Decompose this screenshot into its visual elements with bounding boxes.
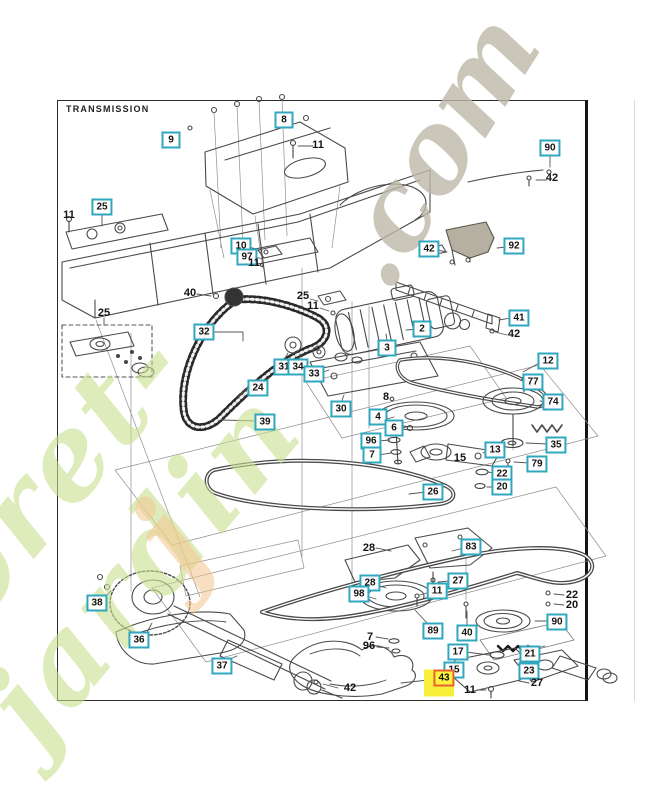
- part-callout-89[interactable]: 89: [422, 622, 444, 640]
- part-number-27: 27: [530, 677, 544, 689]
- part-callout-40[interactable]: 40: [456, 624, 478, 642]
- upper-belt: [395, 356, 563, 433]
- part-callout-38[interactable]: 38: [86, 594, 108, 612]
- part-number-22: 22: [565, 589, 579, 601]
- detail-box-25: [61, 324, 155, 378]
- leader-lines: [101, 145, 565, 691]
- part-callout-33[interactable]: 33: [303, 365, 325, 383]
- part-callout-36[interactable]: 36: [128, 631, 150, 649]
- part-callout-2[interactable]: 2: [412, 320, 432, 338]
- axle-assembly: [96, 570, 343, 699]
- part-number-42: 42: [343, 682, 357, 694]
- part-number-11: 11: [248, 257, 260, 269]
- support-bar: [395, 281, 501, 333]
- part-callout-20[interactable]: 20: [491, 478, 513, 496]
- part-callout-13[interactable]: 13: [484, 441, 506, 459]
- part-callout-79[interactable]: 79: [526, 455, 548, 473]
- part-callout-24[interactable]: 24: [247, 379, 269, 397]
- part-callout-30[interactable]: 30: [330, 400, 352, 418]
- part-callout-9[interactable]: 9: [161, 131, 181, 149]
- part-callout-74[interactable]: 74: [542, 393, 564, 411]
- part-number-28: 28: [362, 542, 376, 554]
- part-callout-92[interactable]: 92: [503, 237, 525, 255]
- part-callout-43-selected[interactable]: 43: [433, 669, 455, 687]
- middle-belt: [204, 458, 456, 512]
- part-callout-26[interactable]: 26: [422, 483, 444, 501]
- part-callout-35[interactable]: 35: [545, 436, 567, 454]
- part-callout-97[interactable]: 97: [236, 248, 258, 266]
- part-number-20: 20: [565, 599, 579, 611]
- part-callout-37[interactable]: 37: [211, 657, 233, 675]
- part-callout-27[interactable]: 27: [447, 572, 469, 590]
- part-callout-25[interactable]: 25: [91, 198, 113, 216]
- part-callout-23[interactable]: 23: [518, 662, 540, 680]
- part-callout-42[interactable]: 42: [418, 240, 440, 258]
- part-number-11: 11: [307, 300, 319, 312]
- part-number-42: 42: [507, 328, 521, 340]
- part-number-40: 40: [183, 287, 197, 299]
- part-callout-90[interactable]: 90: [539, 139, 561, 157]
- part-number-25: 25: [296, 290, 310, 302]
- part-callout-17[interactable]: 17: [447, 643, 469, 661]
- part-callout-32[interactable]: 32: [193, 323, 215, 341]
- part-callout-11[interactable]: 11: [426, 582, 448, 600]
- diagram-title: TRANSMISSION: [66, 104, 150, 114]
- part-callout-21[interactable]: 21: [519, 645, 541, 663]
- page-edge-line: [634, 100, 635, 701]
- part-number-25: 25: [97, 307, 111, 319]
- part-number-7: 7: [366, 631, 374, 643]
- part-callout-77[interactable]: 77: [522, 373, 544, 391]
- part-number-96: 96: [362, 640, 376, 652]
- rear-bracket: [427, 169, 544, 266]
- part-number-42: 42: [545, 172, 559, 184]
- part-number-11: 11: [464, 684, 476, 696]
- diagram-border: [57, 100, 588, 701]
- lower-belt: [260, 546, 595, 622]
- part-callout-7[interactable]: 7: [362, 446, 382, 464]
- part-number-8: 8: [382, 391, 390, 403]
- part-callout-4[interactable]: 4: [368, 408, 388, 426]
- part-callout-39[interactable]: 39: [254, 413, 276, 431]
- part-callout-83[interactable]: 83: [460, 538, 482, 556]
- part-number-11: 11: [63, 209, 75, 221]
- part-callout-22[interactable]: 22: [491, 465, 513, 483]
- part-callout-12[interactable]: 12: [537, 352, 559, 370]
- mounting-plate: [187, 93, 349, 215]
- part-callout-6[interactable]: 6: [384, 419, 404, 437]
- part-callout-8[interactable]: 8: [274, 111, 294, 129]
- part-number-11: 11: [312, 139, 324, 151]
- part-callout-90[interactable]: 90: [546, 613, 568, 631]
- part-callout-3[interactable]: 3: [377, 339, 397, 357]
- part-number-15: 15: [453, 452, 467, 464]
- part-callout-41[interactable]: 41: [508, 309, 530, 327]
- part-callout-98[interactable]: 98: [348, 585, 370, 603]
